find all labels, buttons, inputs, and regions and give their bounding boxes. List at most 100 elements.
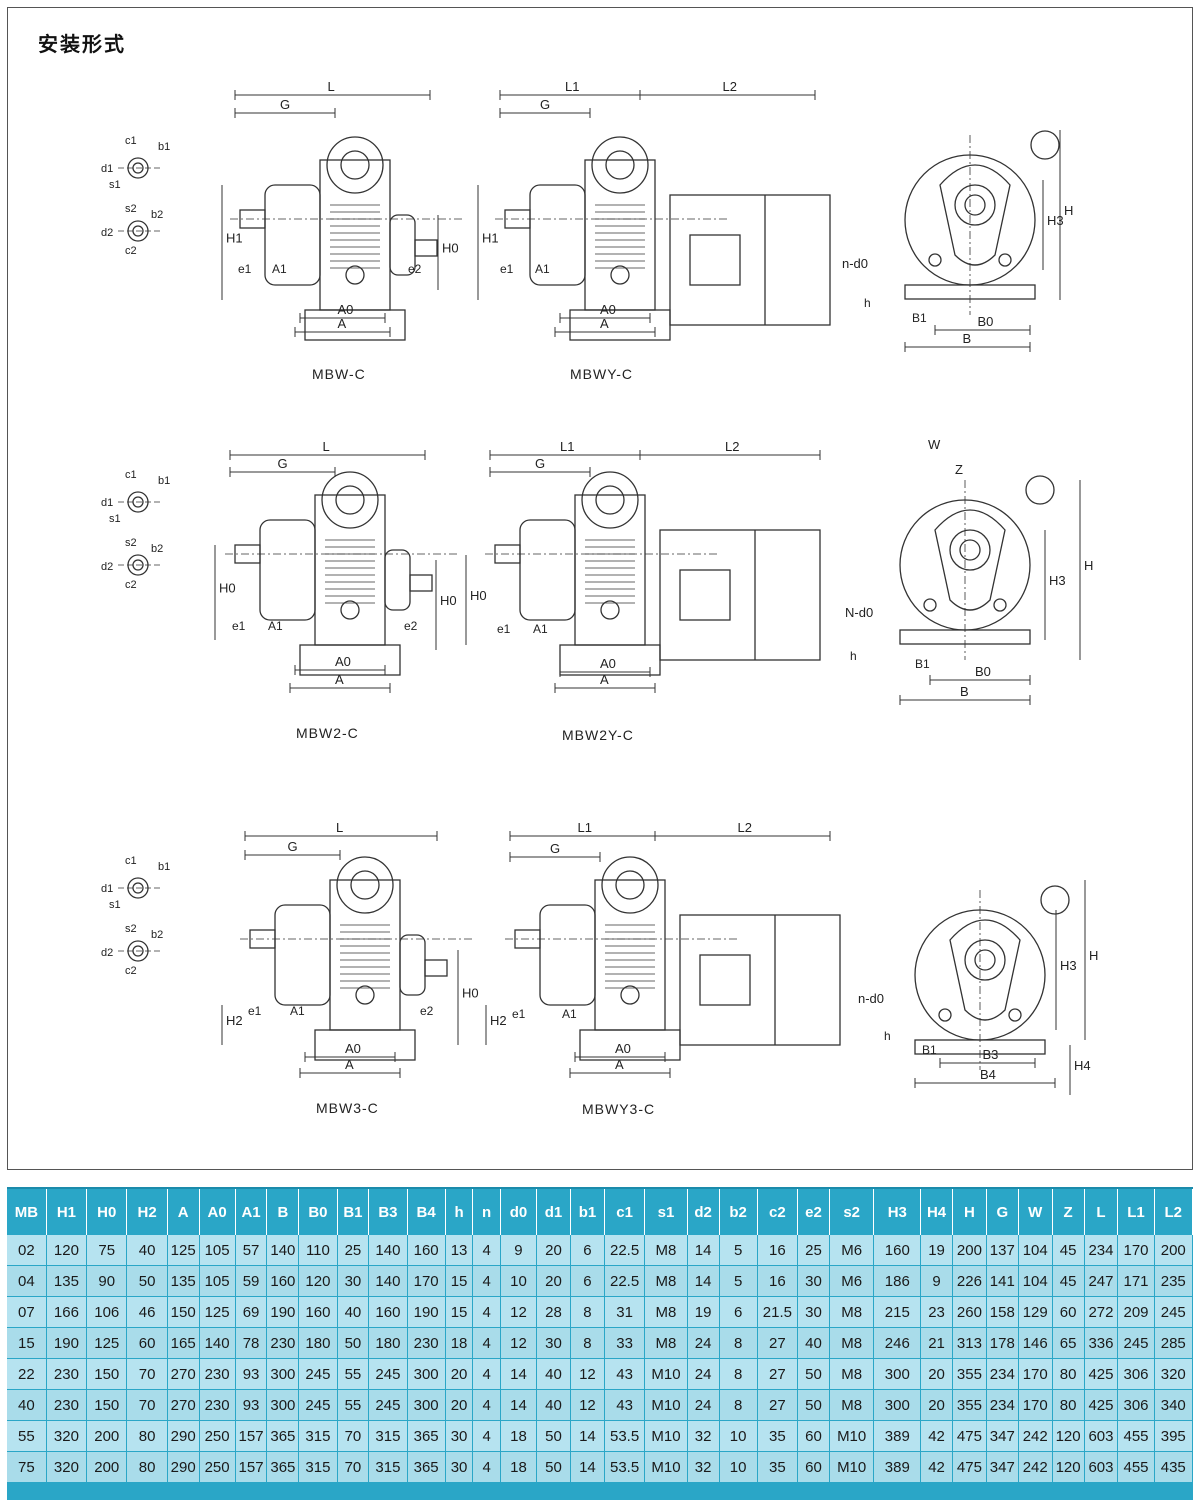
dimension-label: L1 xyxy=(560,439,574,454)
spec-cell: 8 xyxy=(570,1327,605,1359)
spec-cell: M10 xyxy=(644,1451,688,1483)
caption-mbw3-c: MBW3-C xyxy=(316,1100,379,1116)
spec-cell: 24 xyxy=(687,1327,720,1359)
spec-cell: 135 xyxy=(167,1265,200,1297)
bolt-hole xyxy=(345,265,365,285)
bolt-hole xyxy=(340,600,360,620)
spec-cell: 340 xyxy=(1154,1389,1194,1421)
input-housing xyxy=(539,904,596,1006)
spec-cell: 165 xyxy=(167,1327,200,1359)
spec-cell: 18 xyxy=(500,1451,538,1483)
spec-cell: 10 xyxy=(719,1451,758,1483)
spec-cell: 160 xyxy=(873,1235,922,1266)
spec-cell: 150 xyxy=(86,1358,128,1390)
base-foot xyxy=(299,644,401,676)
caption-mbwy3-c: MBWY3-C xyxy=(582,1101,656,1117)
spec-cell: 14 xyxy=(570,1420,605,1452)
spec-cell: 80 xyxy=(1052,1358,1085,1390)
spec-cell: 35 xyxy=(757,1451,799,1483)
spec-cell: 4 xyxy=(472,1451,501,1483)
spec-header-cell: b2 xyxy=(719,1189,758,1235)
spec-cell: 120 xyxy=(298,1265,338,1297)
spec-cell: 230 xyxy=(46,1358,88,1390)
spec-cell: 250 xyxy=(199,1451,236,1483)
spec-cell: 347 xyxy=(986,1420,1019,1452)
spec-cell: 02 xyxy=(7,1235,47,1266)
spec-cell: 70 xyxy=(126,1389,168,1421)
spec-cell: 43 xyxy=(604,1358,646,1390)
spec-cell: 320 xyxy=(46,1451,88,1483)
base-foot xyxy=(304,309,406,341)
gearbox-body xyxy=(319,159,391,311)
spec-cell: M8 xyxy=(644,1327,688,1359)
output-bore-inner xyxy=(974,949,996,971)
spec-cell: 270 xyxy=(167,1358,200,1390)
spec-header-cell: b1 xyxy=(570,1189,605,1235)
spec-cell: 60 xyxy=(797,1420,830,1452)
dimension-label: H0 xyxy=(470,588,487,603)
spec-cell: 245 xyxy=(1117,1327,1155,1359)
spec-cell: 395 xyxy=(1154,1420,1194,1452)
spec-cell: 365 xyxy=(266,1420,300,1452)
spec-cell: 32 xyxy=(687,1451,720,1483)
spec-cell: 53.5 xyxy=(604,1451,646,1483)
spec-cell: 245 xyxy=(298,1358,338,1390)
spec-cell: 40 xyxy=(126,1235,168,1266)
dimension-label: s1 xyxy=(109,513,121,525)
spec-header-cell: c2 xyxy=(757,1189,799,1235)
spec-cell: 125 xyxy=(167,1235,200,1266)
spec-header-cell: H0 xyxy=(86,1189,128,1235)
dimension-label: e1 xyxy=(238,262,252,276)
spec-cell: 230 xyxy=(46,1389,88,1421)
spec-cell: 40 xyxy=(536,1358,571,1390)
dimension-label: b1 xyxy=(158,141,170,153)
spec-cell: 104 xyxy=(1018,1235,1053,1266)
dimension-label: b1 xyxy=(158,475,170,487)
spec-cell: 07 xyxy=(7,1296,47,1328)
spec-cell: M8 xyxy=(829,1296,875,1328)
spec-cell: 16 xyxy=(757,1265,799,1297)
dimension-label: A0 xyxy=(600,656,616,671)
spec-cell: 20 xyxy=(920,1358,953,1390)
spec-cell: 15 xyxy=(445,1265,474,1297)
spec-cell: 20 xyxy=(445,1389,474,1421)
hand-wheel-hub xyxy=(605,150,635,180)
dimension-label: A1 xyxy=(290,1004,305,1018)
dimension-label: H1 xyxy=(482,231,499,246)
spec-header-cell: B3 xyxy=(368,1189,408,1235)
spec-cell: 4 xyxy=(472,1420,501,1452)
spec-cell: 200 xyxy=(1154,1235,1194,1266)
dimension-label: H xyxy=(1064,203,1073,218)
spec-cell: 242 xyxy=(1018,1451,1053,1483)
spec-header-cell: W xyxy=(1018,1189,1053,1235)
spec-header-cell: H1 xyxy=(46,1189,88,1235)
dimension-label: H3 xyxy=(1047,213,1064,228)
dimension-label: A0 xyxy=(335,654,351,669)
spec-cell: 170 xyxy=(407,1265,446,1297)
spec-cell: 27 xyxy=(757,1358,799,1390)
dimension-label: B xyxy=(960,684,969,699)
hand-wheel xyxy=(591,136,649,194)
hand-wheel-hub xyxy=(340,150,370,180)
spec-cell: 157 xyxy=(235,1451,268,1483)
spec-cell: 16 xyxy=(757,1235,799,1266)
spec-cell: 290 xyxy=(167,1451,200,1483)
spec-cell: 230 xyxy=(199,1389,236,1421)
hand-wheel xyxy=(581,471,639,529)
spec-cell: 14 xyxy=(500,1389,538,1421)
spec-cell: 12 xyxy=(570,1358,605,1390)
hand-wheel xyxy=(601,856,659,914)
spec-cell: 9 xyxy=(920,1265,953,1297)
spec-cell: 435 xyxy=(1154,1451,1194,1483)
spec-cell: 4 xyxy=(472,1327,501,1359)
dimension-label: h xyxy=(884,1029,891,1043)
dimension-label: e1 xyxy=(512,1007,526,1021)
hand-wheel-hub xyxy=(335,485,365,515)
spec-cell: 14 xyxy=(687,1265,720,1297)
spec-cell: 180 xyxy=(298,1327,338,1359)
spec-cell: 389 xyxy=(873,1420,922,1452)
